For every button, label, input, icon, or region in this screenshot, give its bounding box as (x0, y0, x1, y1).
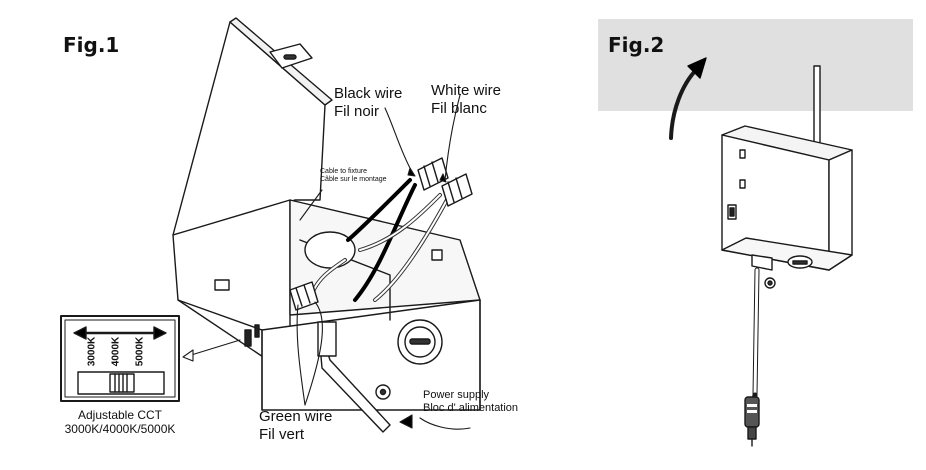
fig2-junction-box (721, 65, 853, 447)
cct-caption-line2: 3000K/4000K/5000K (64, 422, 176, 436)
wire-nut-white (441, 173, 473, 207)
white-wire-label-en: White wire (431, 82, 502, 99)
power-supply-label-fr: Bloc d' alimentation (423, 402, 519, 414)
power-supply-label-en: Power supply (423, 389, 490, 401)
junction-box-lid (172, 17, 333, 236)
leader-lines (182, 94, 471, 430)
junction-box-body (172, 199, 481, 411)
green-wire-label-en: Green wire (259, 408, 333, 425)
wire-nut-black (417, 157, 449, 191)
black-wire-label-en: Black wire (334, 85, 403, 102)
cct-position-3000k: 3000K (86, 336, 98, 367)
cct-caption-line1: Adjustable CCT (77, 408, 163, 422)
fig2-ceiling-band (598, 19, 913, 111)
cct-caption: Adjustable CCT 3000K/4000K/5000K (45, 408, 195, 436)
cable-to-fixture-label: Cable to fixture Câble sur le montage (320, 168, 387, 184)
power-supply-label: Power supply Bloc d' alimentation (423, 389, 518, 415)
cable-to-fixture-label-en: Cable to fixture (320, 168, 368, 175)
green-wire-label-fr: Fil vert (259, 426, 304, 443)
cct-switch-panel (60, 315, 180, 402)
fig2-rotation-arrow (669, 57, 707, 140)
wire-nut-green (289, 281, 319, 311)
green-wire-label: Green wire Fil vert (259, 408, 332, 444)
black-wire-label: Black wire Fil noir (334, 85, 402, 121)
fig1-title: Fig.1 (63, 33, 120, 57)
white-wire-label: White wire Fil blanc (431, 82, 501, 118)
cct-position-4000k: 4000K (110, 336, 122, 367)
fig2-title: Fig.2 (608, 33, 665, 57)
cct-position-5000k: 5000K (134, 336, 146, 367)
black-wire-label-fr: Fil noir (334, 103, 380, 120)
wire-bundle (289, 157, 473, 311)
white-wire-label-fr: Fil blanc (431, 100, 487, 117)
cable-to-fixture-label-fr: Câble sur le montage (320, 176, 387, 183)
